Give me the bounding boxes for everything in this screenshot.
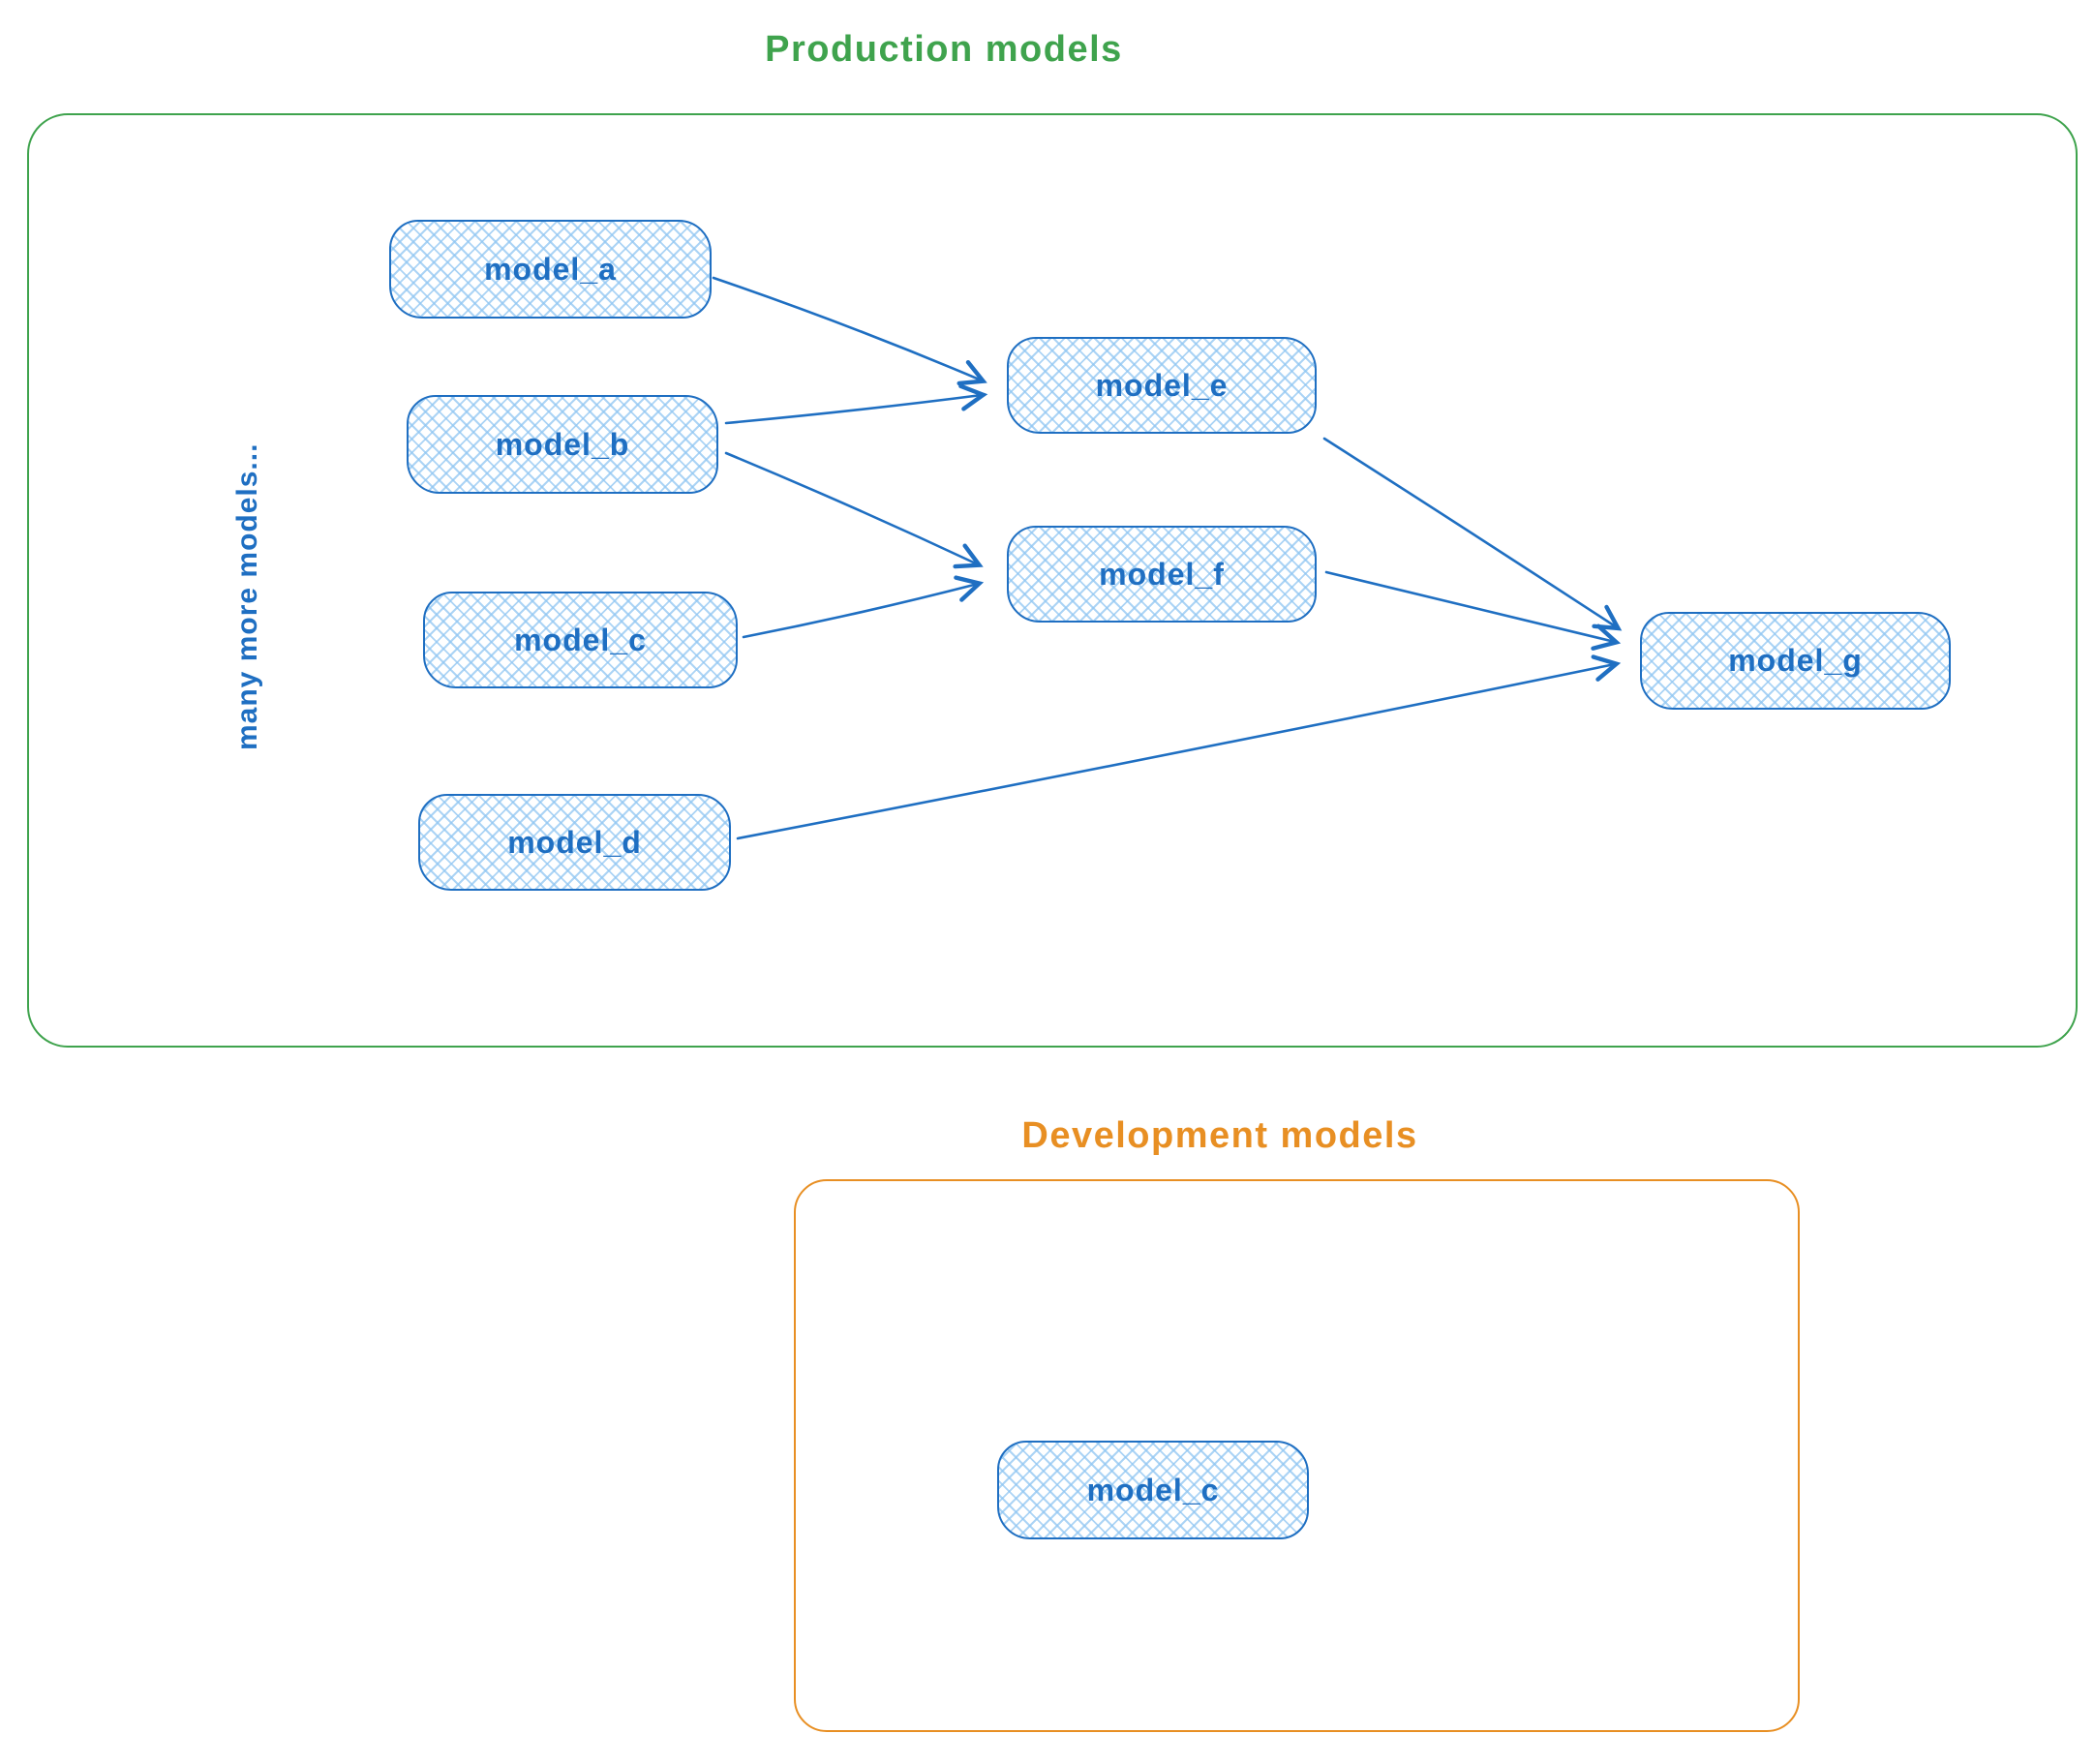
development-section-frame bbox=[794, 1179, 1800, 1732]
node-model_e-label: model_e bbox=[1095, 367, 1229, 403]
node-model_e: model_e bbox=[1007, 337, 1317, 434]
node-model_d-label: model_d bbox=[507, 824, 642, 860]
node-model_b-label: model_b bbox=[495, 426, 630, 462]
production-section-title: Production models bbox=[765, 29, 1123, 70]
development-section-title: Development models bbox=[1021, 1115, 1418, 1156]
node-model_c-label: model_c bbox=[514, 622, 647, 657]
node-model_f-label: model_f bbox=[1099, 556, 1225, 592]
node-model_g: model_g bbox=[1640, 612, 1951, 710]
node-model_b: model_b bbox=[407, 395, 718, 494]
node-model_g-label: model_g bbox=[1728, 643, 1863, 678]
node-model_c: model_c bbox=[423, 592, 738, 688]
node-model_a: model_a bbox=[389, 220, 712, 319]
node-model_a-label: model_a bbox=[484, 251, 617, 287]
production-section-frame bbox=[27, 113, 2078, 1048]
many-more-models-note: many more models... bbox=[231, 442, 263, 750]
node-dev-model_c-label: model_c bbox=[1086, 1472, 1220, 1507]
node-model_d: model_d bbox=[418, 794, 731, 891]
node-model_f: model_f bbox=[1007, 526, 1317, 623]
node-dev-model_c: model_c bbox=[997, 1441, 1309, 1539]
